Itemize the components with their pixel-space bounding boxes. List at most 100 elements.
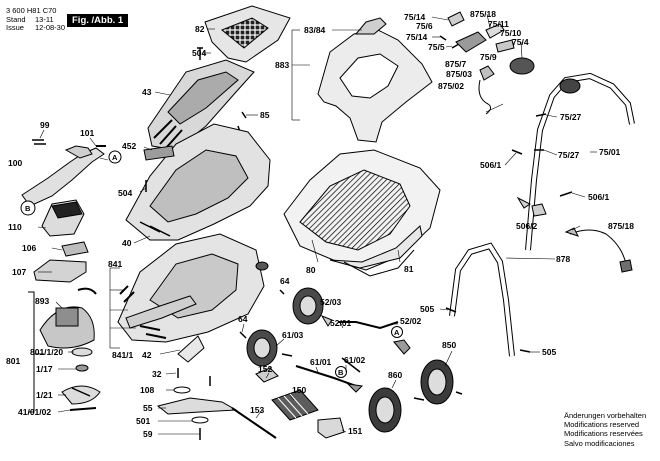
callout-82: 82	[195, 24, 205, 34]
callout-106: 106	[22, 243, 36, 253]
callout-841: 841	[108, 259, 122, 269]
modifications-note: Änderungen vorbehalten Modifications res…	[564, 411, 646, 448]
callout-81: 81	[404, 264, 414, 274]
callout-883: 883	[275, 60, 289, 70]
scraper-151	[317, 417, 345, 439]
issue-label: Issue	[6, 23, 24, 32]
callout-52-01: 52/01	[330, 318, 352, 328]
callout-150: 150	[292, 385, 306, 395]
callout-75-10: 75/10	[500, 28, 522, 38]
grass-box-80	[283, 149, 441, 277]
callout-64: 64	[280, 276, 290, 286]
callout-83-84: 83/84	[304, 25, 326, 35]
note-line-de: Änderungen vorbehalten	[564, 411, 647, 420]
callout-75-5: 75/5	[428, 42, 445, 52]
roller-150	[271, 389, 319, 421]
callout-153: 153	[250, 405, 264, 415]
callout-452: 452	[122, 141, 136, 151]
callout-893: 893	[35, 296, 49, 306]
callout-1-17: 1/17	[36, 364, 53, 374]
callout-61-02: 61/02	[344, 355, 366, 365]
callout-75-9: 75/9	[480, 52, 497, 62]
callout-151: 151	[348, 426, 362, 436]
callout-a-marker: A	[112, 153, 118, 162]
callout-875-18-b: 875/18	[608, 221, 634, 231]
upper-handle-75-01	[525, 72, 635, 251]
housing-40	[125, 123, 271, 241]
callout-64-b: 64	[238, 314, 248, 324]
lower-handle-878	[449, 242, 515, 357]
callout-505-b: 505	[542, 347, 556, 357]
note-line-fr: Modifications reservées	[564, 429, 643, 439]
callout-80: 80	[306, 265, 316, 275]
callout-52-02: 52/02	[400, 316, 422, 326]
callout-860: 860	[388, 370, 402, 380]
deck-841	[117, 233, 269, 343]
wheel-61-03	[246, 329, 278, 367]
callout-55: 55	[143, 403, 153, 413]
callout-75-4: 75/4	[512, 37, 529, 47]
callout-505: 505	[420, 304, 434, 314]
issue-value: 12-08-30	[35, 23, 66, 32]
callout-501: 501	[136, 416, 150, 426]
callout-75-14: 75/14	[404, 12, 426, 22]
wheel-52-03	[292, 287, 324, 325]
callout-875-18: 875/18	[470, 9, 496, 19]
callout-108: 108	[140, 385, 154, 395]
callout-85: 85	[260, 110, 270, 120]
figure-label: Fig. /Abb. 1	[67, 14, 129, 27]
callout-152: 152	[258, 364, 272, 374]
callout-875-03: 875/03	[446, 69, 472, 79]
wheel-860	[368, 387, 402, 433]
callout-850: 850	[442, 340, 456, 350]
callout-504: 504	[192, 48, 206, 58]
callout-75-27-b: 75/27	[558, 150, 580, 160]
callout-1-21: 1/21	[36, 390, 53, 400]
callout-100: 100	[8, 158, 22, 168]
callout-878: 878	[556, 254, 570, 264]
callout-b-marker: B	[25, 204, 31, 213]
callout-61-03: 61/03	[282, 330, 304, 340]
callout-52-03: 52/03	[320, 297, 342, 307]
wheel-850	[420, 359, 454, 405]
callout-40: 40	[122, 238, 132, 248]
callout-506-1: 506/1	[480, 160, 502, 170]
callout-42: 42	[142, 350, 152, 360]
callout-41-01-02: 41/01/02	[18, 407, 51, 417]
callout-75-14-b: 75/14	[406, 32, 428, 42]
callout-504-lower: 504	[118, 188, 132, 198]
callout-75-6: 75/6	[416, 21, 433, 31]
callout-61-01: 61/01	[310, 357, 332, 367]
callout-b-marker-2: B	[338, 368, 344, 377]
callout-59: 59	[143, 429, 153, 439]
comb-42	[125, 295, 205, 363]
callout-75-11: 75/11	[488, 19, 509, 29]
handle-frame-883	[317, 17, 433, 143]
stand-value: 13-11	[35, 15, 54, 24]
callout-75-01: 75/01	[599, 147, 621, 157]
callout-801-1-20: 801/1/20	[30, 347, 63, 357]
motor-box-110	[41, 199, 85, 237]
callout-110: 110	[8, 222, 22, 232]
cover-82	[204, 5, 291, 63]
latch-99-101	[21, 139, 106, 207]
callout-101: 101	[80, 128, 94, 138]
callout-841-1: 841/1	[112, 350, 134, 360]
callout-875-7: 875/7	[445, 59, 467, 69]
stand-label: Stand	[6, 15, 26, 24]
callout-43: 43	[142, 87, 152, 97]
note-line-es: Salvo modificaciones	[564, 438, 635, 448]
callout-506-2: 506/2	[516, 221, 538, 231]
note-line-en: Modifications reserved	[564, 420, 640, 430]
motor-801	[39, 287, 101, 411]
callout-506-1-b: 506/1	[588, 192, 610, 202]
callout-99: 99	[40, 120, 50, 130]
callout-32: 32	[152, 369, 162, 379]
doc-number: 3 600 H81 C70	[6, 6, 57, 15]
callout-a-marker-2: A	[394, 328, 400, 337]
callout-875-02: 875/02	[438, 81, 464, 91]
callout-801: 801	[6, 356, 20, 366]
blade-55	[156, 397, 238, 415]
